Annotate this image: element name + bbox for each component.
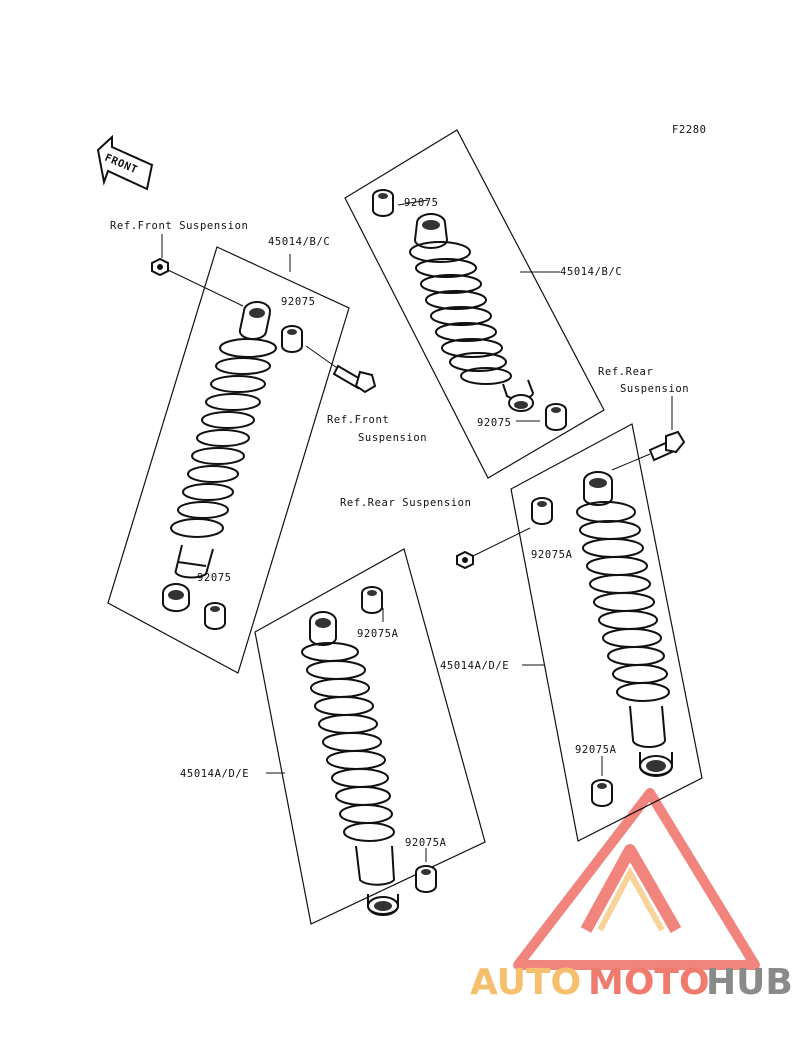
label-92075a-mid: 92075A [531,549,573,561]
shock-assembly-45014a-de-bottom [254,548,486,925]
watermark-text: AUTO MOTO HUB [470,962,793,1003]
watermark-logo [513,788,760,970]
label-92075-left-lower: 92075 [197,572,232,584]
label-92075-right-lower: 92075 [477,417,512,429]
bushing-92075a-bottom-upper [361,586,383,614]
nut-ref-rear-mid [456,551,474,569]
part-labels: F2280 Ref.Front Suspension 45014/B/C 920… [110,124,707,849]
label-92075a-right-lower: 92075A [575,744,617,756]
bushing-92075-right-lower [545,403,567,431]
label-ref-front-suspension-top: Ref.Front Suspension [110,220,248,232]
label-45014-bc-right: 45014/B/C [560,266,622,278]
figure-code: F2280 [672,124,707,136]
label-92075a-bottom-lower: 92075A [405,837,447,849]
label-ref-front-mid-2: Suspension [358,432,427,444]
label-92075a-bottom-upper: 92075A [357,628,399,640]
label-45014a-de-bottom: 45014A/D/E [180,768,249,780]
label-ref-rear-right-2: Suspension [620,383,689,395]
watermark-auto: AUTO [470,962,581,1003]
bushing-92075a-right-lower [591,779,613,807]
bushing-92075a-mid [531,497,553,525]
label-92075-left-upper: 92075 [281,296,316,308]
label-45014-bc-left: 45014/B/C [268,236,330,248]
bushing-92075a-bottom-lower [415,865,437,893]
watermark-moto: MOTO [588,962,710,1003]
label-ref-rear-mid: Ref.Rear Suspension [340,497,472,509]
bushing-92075-left-upper [281,325,303,353]
bushing-92075-left-lower [204,602,226,630]
label-ref-front-mid-1: Ref.Front [327,414,389,426]
shock-assembly-45014-bc-left [107,234,377,674]
shock-assembly-45014a-de-right [456,396,703,842]
label-45014a-de-right: 45014A/D/E [440,660,509,672]
front-arrow-icon: FRONT [96,134,154,191]
nut-ref-front-top [151,258,169,276]
bushing-92075-top-right [372,189,394,217]
bolt-ref-front-mid [305,345,377,394]
bolt-ref-rear-right [611,430,686,471]
shock-assembly-45014-bc-right [344,129,605,479]
label-92075-top-right: 92075 [404,197,439,209]
label-ref-rear-right-1: Ref.Rear [598,366,653,378]
watermark-hub: HUB [706,962,793,1003]
